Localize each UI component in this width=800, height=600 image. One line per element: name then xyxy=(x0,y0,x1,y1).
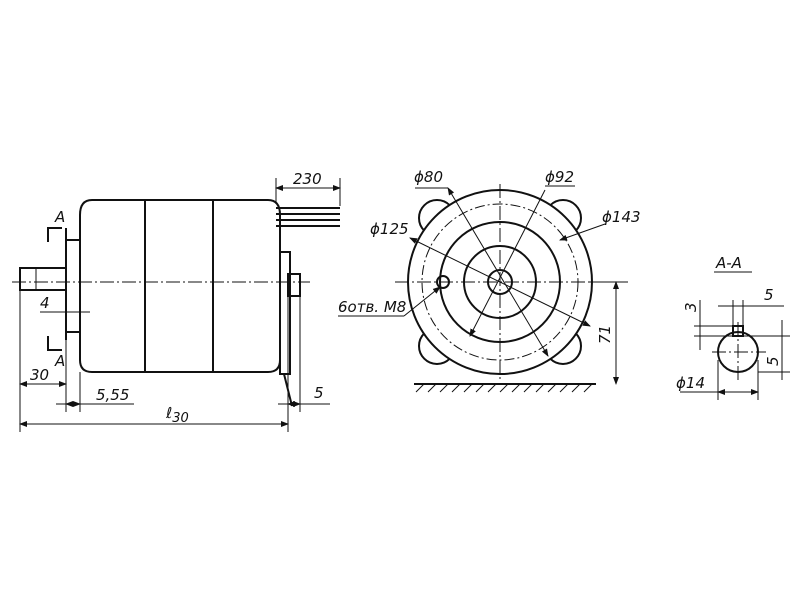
front-view: ϕ80 ϕ92 ϕ125 ϕ143 6отв. М8 71 xyxy=(338,168,641,393)
dim-230: 230 xyxy=(293,170,322,188)
leader-holes xyxy=(403,286,441,317)
section-label-top: A xyxy=(54,208,65,226)
dim-l-letter: ℓ xyxy=(165,404,172,422)
side-view: A A 230 4 30 5,55 ℓ30 5 xyxy=(12,170,341,432)
leader-d143 xyxy=(559,223,606,241)
front-flange xyxy=(65,239,81,333)
rear-boss xyxy=(287,273,301,297)
dim-555: 5,55 xyxy=(96,386,129,404)
leader-d125 xyxy=(409,237,591,327)
dim-holes: 6отв. М8 xyxy=(338,298,406,316)
section-mark-top xyxy=(47,227,62,242)
motor-body xyxy=(79,199,281,373)
section-mark-bottom xyxy=(47,336,62,351)
dim-d125: ϕ125 xyxy=(370,220,409,238)
dim-d92: ϕ92 xyxy=(545,168,574,186)
dim-71: 71 xyxy=(596,325,614,344)
section-label-bottom: A xyxy=(54,352,65,370)
section-title: А-А xyxy=(715,254,742,272)
section-view: А-А 3 5 5 ϕ14 xyxy=(676,254,790,400)
dim-d80: ϕ80 xyxy=(414,168,443,186)
dim-5: 5 xyxy=(314,384,324,402)
dim-5-side: 5 xyxy=(764,356,782,366)
ground-hatch xyxy=(415,383,593,393)
dim-l-sub: 30 xyxy=(172,411,189,426)
dim-3: 3 xyxy=(682,302,700,312)
dim-d143: ϕ143 xyxy=(602,208,641,226)
dim-l30: ℓ30 xyxy=(165,404,189,426)
dim-4: 4 xyxy=(40,294,50,312)
dim-30: 30 xyxy=(30,366,49,384)
dim-5-top: 5 xyxy=(764,286,774,304)
dim-d14: ϕ14 xyxy=(676,374,705,392)
shaft xyxy=(19,267,67,291)
